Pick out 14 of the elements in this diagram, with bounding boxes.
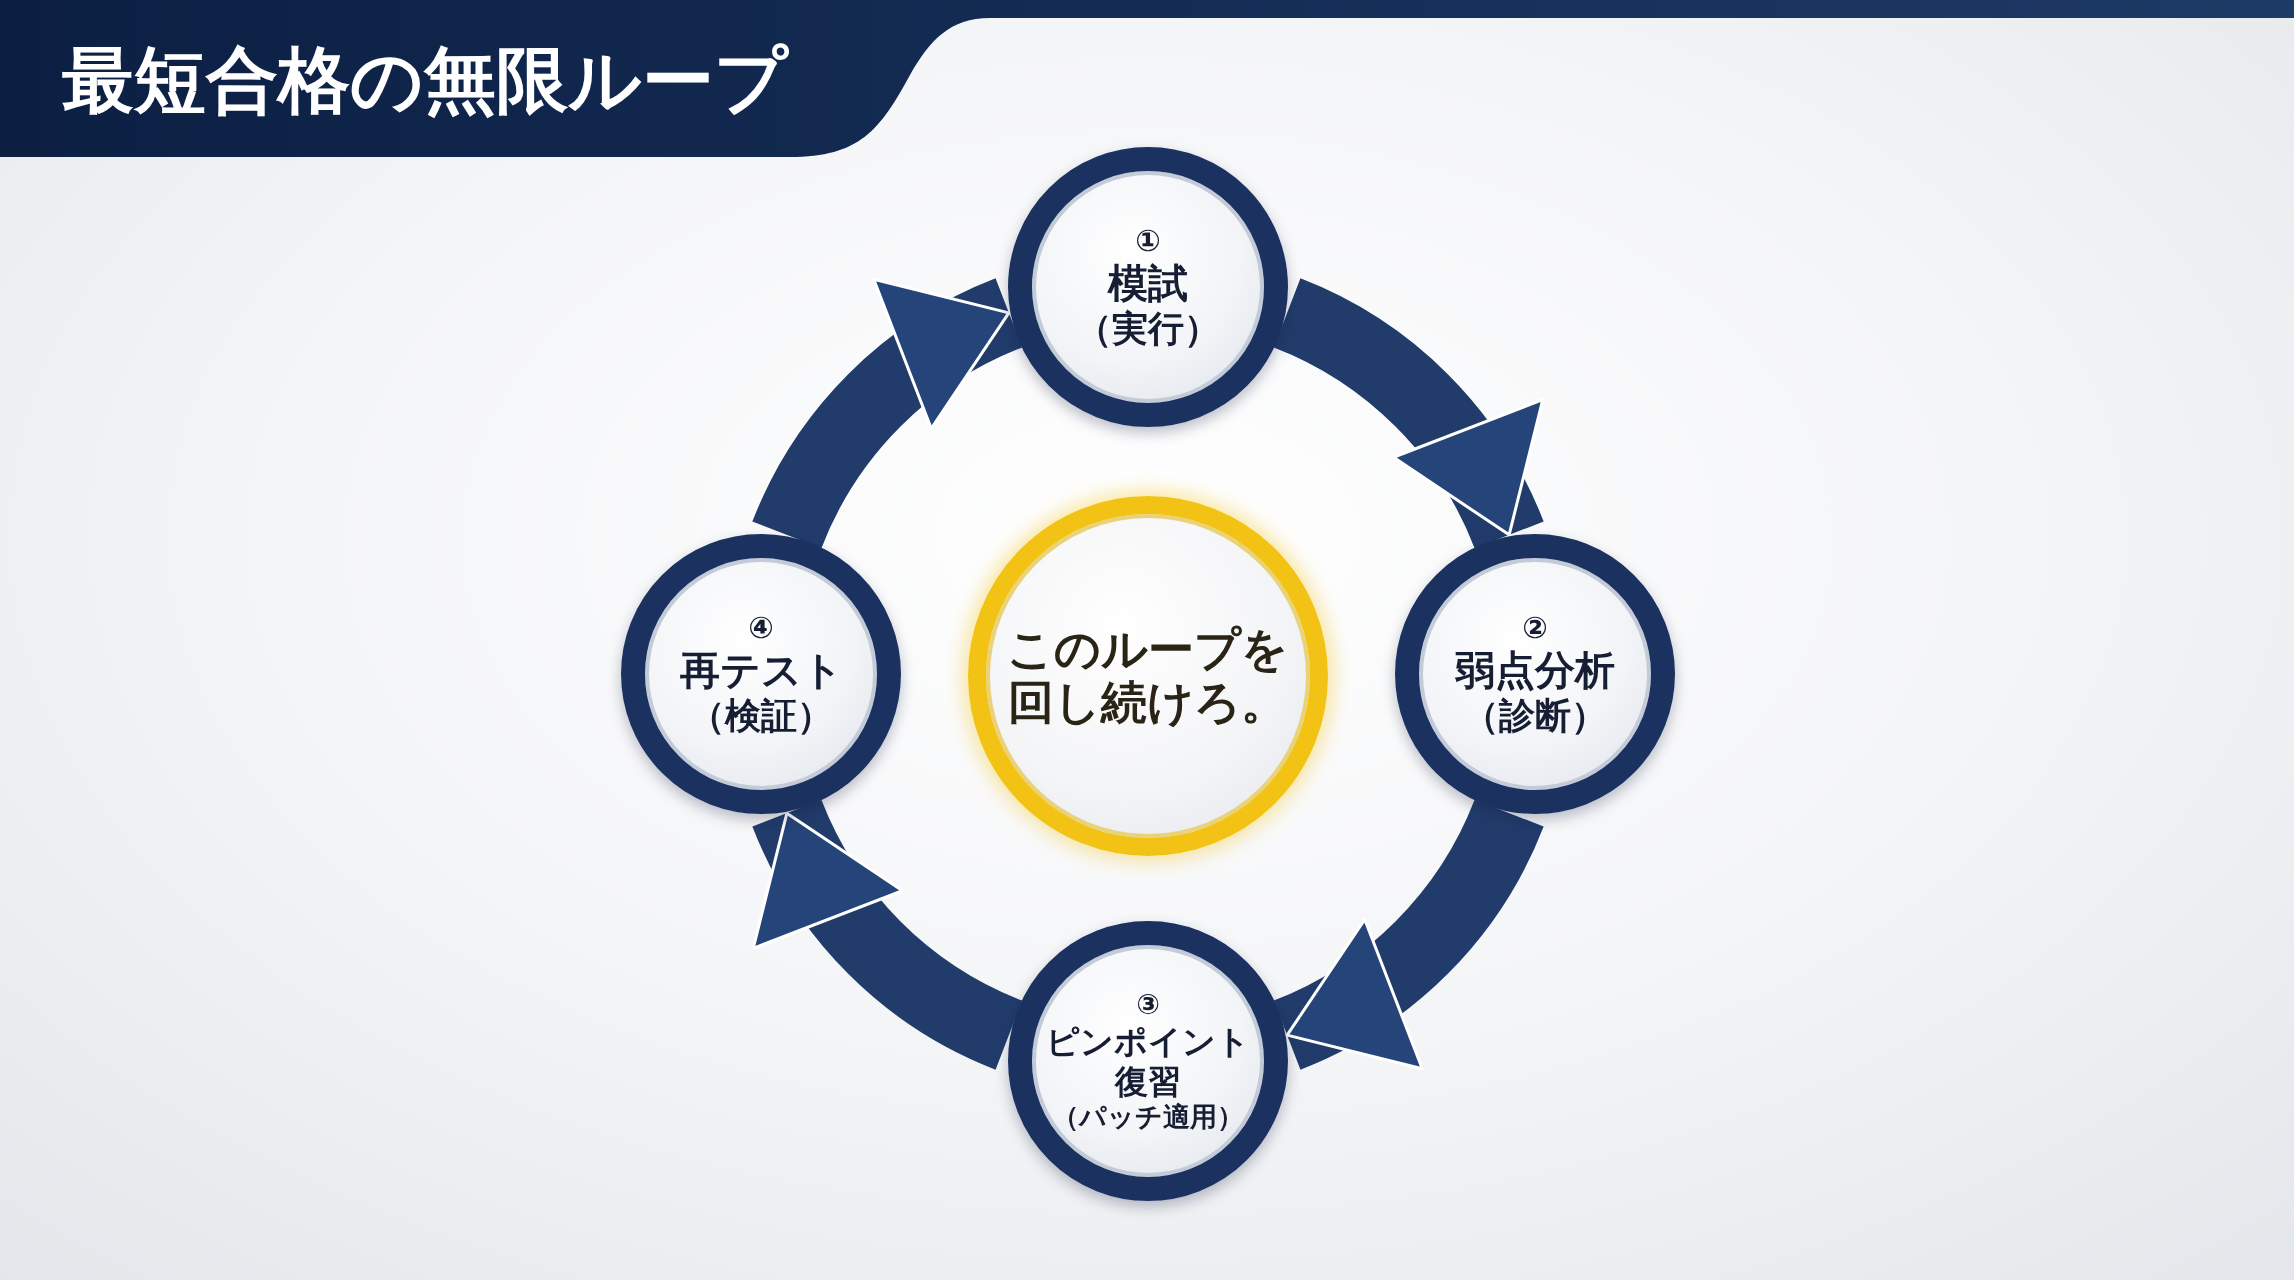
center-message: このループを回し続けろ。 bbox=[1006, 623, 1290, 729]
step-number: ① bbox=[1135, 223, 1161, 260]
step-title: ピンポイント復習 bbox=[1045, 1022, 1251, 1102]
step-title: 模試 bbox=[1108, 259, 1188, 308]
step-number: ② bbox=[1522, 610, 1548, 647]
step-subtitle: （検証） bbox=[689, 694, 833, 738]
step-subtitle: （パッチ適用） bbox=[1052, 1101, 1244, 1134]
step-title: 弱点分析 bbox=[1455, 646, 1615, 695]
step-title: 再テスト bbox=[679, 646, 843, 695]
step-number: ③ bbox=[1136, 988, 1160, 1022]
step-subtitle: （診断） bbox=[1463, 694, 1607, 738]
slide-title: 最短合格の無限ループ bbox=[62, 37, 788, 124]
step-subtitle: （実行） bbox=[1076, 307, 1220, 351]
step-number: ④ bbox=[748, 610, 774, 647]
